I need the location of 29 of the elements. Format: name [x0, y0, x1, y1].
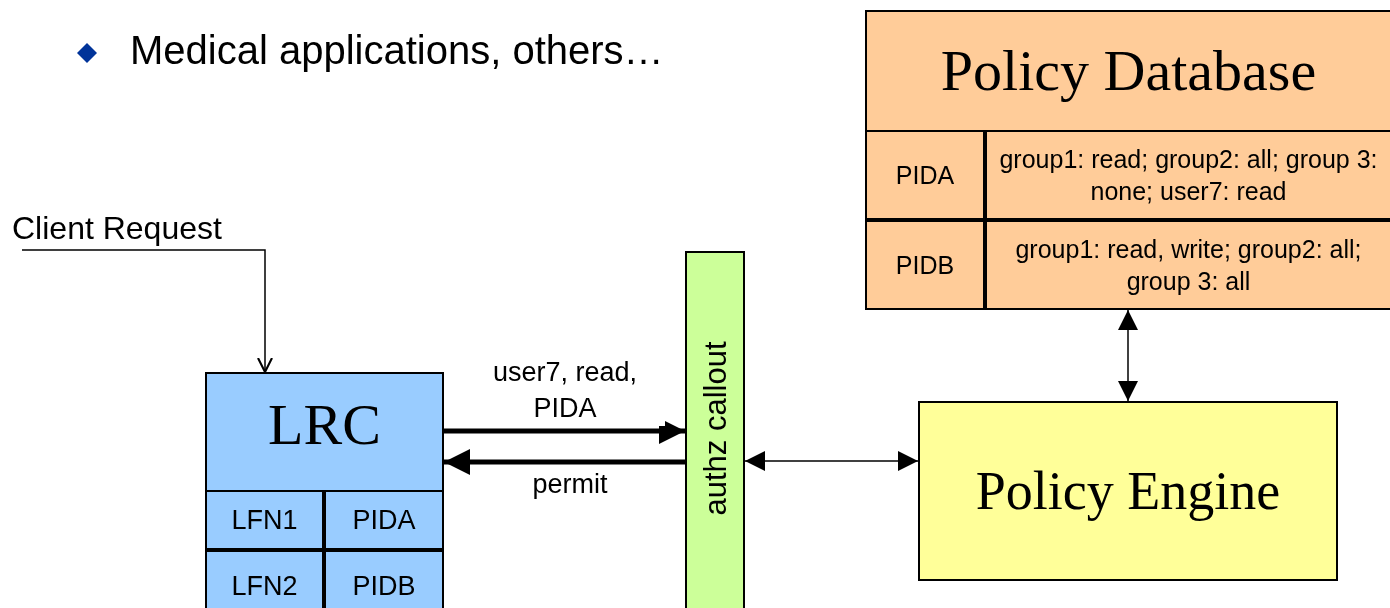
- table-cell: [865, 220, 985, 310]
- callout-bar: [685, 251, 745, 608]
- cell-text: group1: read; group2: all; group 3: none; user7: read: [998, 144, 1379, 207]
- cell-text: LFN1: [231, 506, 298, 534]
- table-cell: [985, 130, 1390, 220]
- cell-text: PIDB: [352, 572, 416, 600]
- database-box: [865, 10, 1390, 310]
- box-title: Policy Database: [939, 37, 1318, 100]
- table-cell: [205, 490, 324, 550]
- table-cell: [865, 130, 985, 220]
- request-label: Client Request: [12, 206, 282, 250]
- cell-text: LFN2: [231, 572, 298, 600]
- arrow: [444, 449, 685, 475]
- arrow: [1118, 309, 1138, 402]
- table-cell: [205, 550, 324, 608]
- table-cell: [985, 220, 1390, 310]
- cell-text: PIDB: [895, 250, 955, 281]
- arrow: [21, 249, 274, 374]
- process-box: [205, 372, 444, 608]
- cell-text: PIDA: [895, 160, 955, 191]
- table-cell: [324, 490, 444, 550]
- cell-text: PIDA: [352, 506, 416, 534]
- bar-label: authz callout: [699, 341, 731, 516]
- table-cell: [324, 550, 444, 608]
- arrow: [744, 451, 919, 471]
- box-title: LRC: [268, 396, 381, 454]
- bullet-text: Medical applications, others…: [130, 27, 664, 74]
- cell-text: group1: read, write; group2: all; group 3: all: [1014, 234, 1363, 297]
- process-box: [918, 401, 1338, 581]
